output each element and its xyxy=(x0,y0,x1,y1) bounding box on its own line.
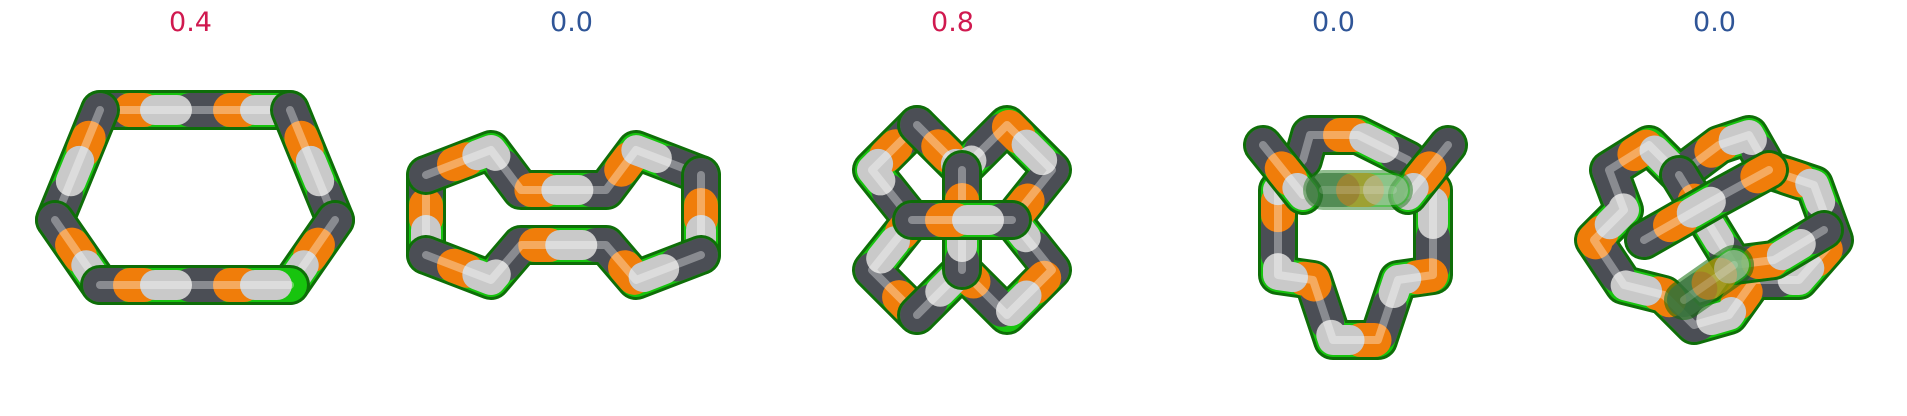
bond-tube xyxy=(1590,131,1838,329)
bond-tube xyxy=(411,135,716,205)
bond-tube xyxy=(1680,261,1738,304)
bond-tube xyxy=(38,203,117,302)
bond-tube xyxy=(1248,130,1463,210)
molecule-render-2 xyxy=(406,130,721,300)
molecule-render-4 xyxy=(1243,115,1468,360)
score-label-1: 0.4 xyxy=(169,7,212,38)
bond-tube xyxy=(1669,250,1749,315)
molecule-panel-1: 0.4 xyxy=(0,0,381,416)
bond-tube xyxy=(1259,141,1452,199)
bond-tube xyxy=(1640,166,1773,244)
molecule-panel-3: 0.8 xyxy=(762,0,1143,416)
score-label-2: 0.0 xyxy=(550,7,593,38)
bond-tube xyxy=(1577,118,1851,342)
molecule-render-5 xyxy=(1574,115,1854,345)
bond-tube xyxy=(857,110,932,330)
molecule-render-3 xyxy=(852,105,1072,335)
molecule-panel-4: 0.0 xyxy=(1143,0,1524,416)
bond-tube xyxy=(40,95,115,235)
bond-tube xyxy=(1629,155,1784,255)
bond-tube xyxy=(411,230,716,295)
bond-tube xyxy=(1627,153,1786,257)
score-label-3: 0.8 xyxy=(931,7,974,38)
bond-tube xyxy=(422,241,705,284)
molecule-render-1 xyxy=(35,90,355,305)
molecule-panel-2: 0.0 xyxy=(381,0,762,416)
bond-tube xyxy=(275,95,350,235)
score-label-5: 0.0 xyxy=(1693,7,1736,38)
molecule-panel-5: 0.0 xyxy=(1524,0,1905,416)
bond-tube xyxy=(273,203,352,302)
bond-tube xyxy=(422,146,705,194)
bond-tube xyxy=(1579,120,1849,340)
score-label-4: 0.0 xyxy=(1312,7,1355,38)
